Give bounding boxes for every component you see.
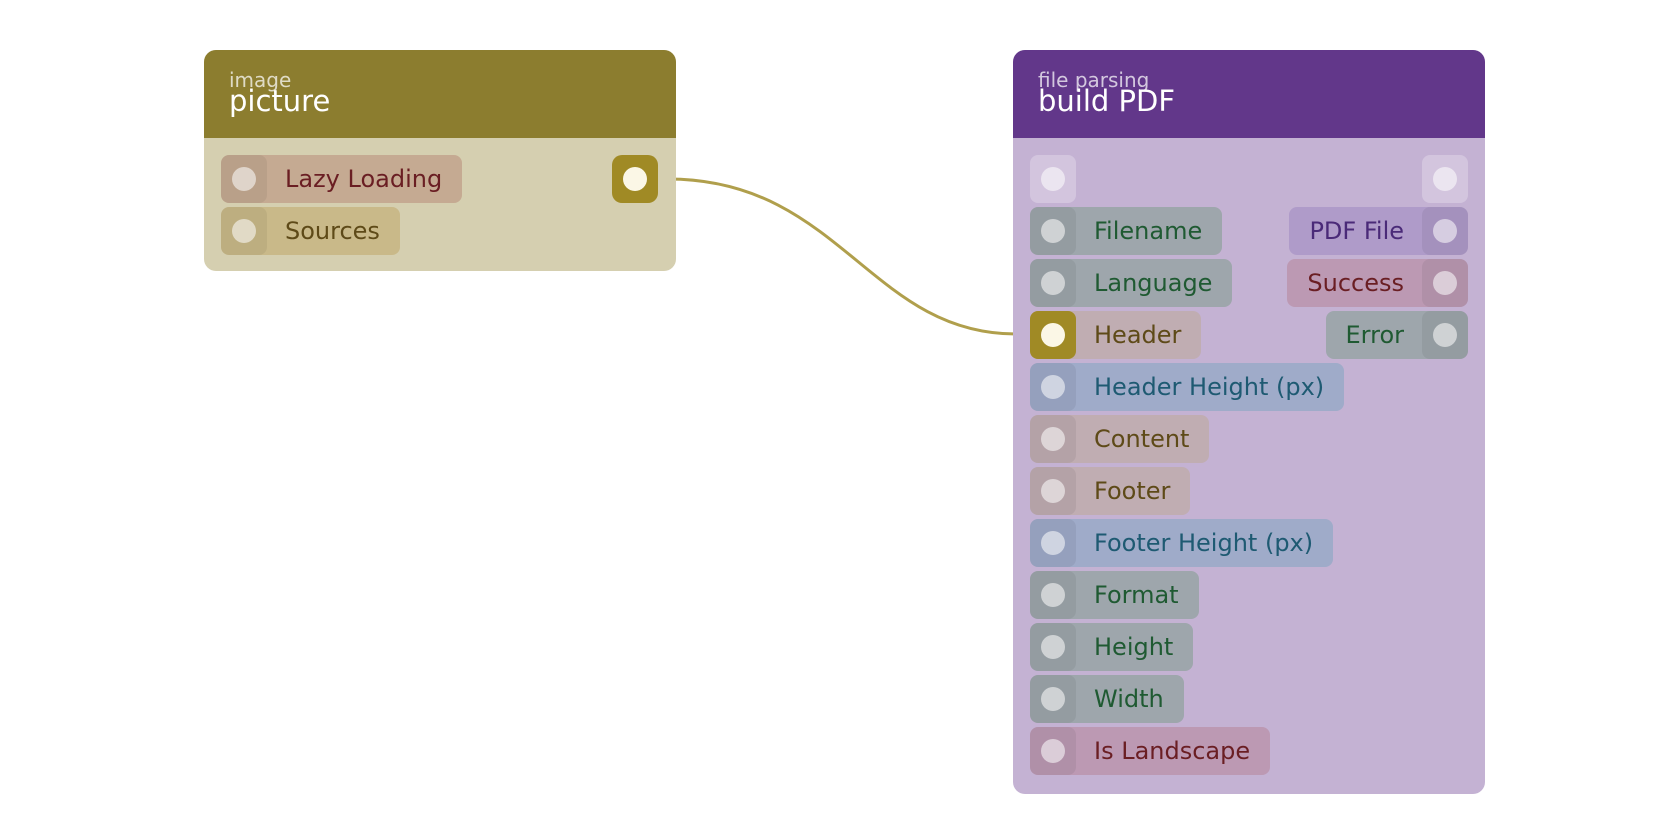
socket-dot-icon <box>232 219 256 243</box>
socket-dot-icon <box>1433 271 1457 295</box>
input-height[interactable]: Height <box>1030 623 1194 671</box>
input-socket[interactable] <box>1030 519 1076 567</box>
node-picture[interactable]: image picture Lazy Loading Sources <box>204 50 676 271</box>
input-sources[interactable]: Sources <box>221 207 400 255</box>
input-content[interactable]: Content <box>1030 415 1210 463</box>
input-format[interactable]: Format <box>1030 571 1199 619</box>
input-is-landscape[interactable]: Is Landscape <box>1030 727 1271 775</box>
output-socket[interactable] <box>1422 259 1468 307</box>
input-footer-height[interactable]: Footer Height (px) <box>1030 519 1334 567</box>
socket-dot-icon <box>1041 219 1065 243</box>
socket-dot-icon <box>1041 479 1065 503</box>
node-header[interactable]: file parsing build PDF <box>1013 50 1485 138</box>
output-label: Error <box>1345 321 1405 349</box>
input-socket[interactable] <box>1030 207 1076 255</box>
socket-dot-icon <box>1433 167 1457 191</box>
socket-dot-icon <box>1041 375 1065 399</box>
socket-dot-icon <box>232 167 256 191</box>
socket-dot-icon <box>1041 583 1065 607</box>
input-socket[interactable] <box>1030 311 1076 359</box>
node-category: image <box>229 68 292 92</box>
input-label: Header Height (px) <box>1094 373 1325 401</box>
input-filename[interactable]: Filename <box>1030 207 1223 255</box>
input-label: Format <box>1094 581 1179 609</box>
node-header[interactable]: image picture <box>204 50 676 138</box>
input-label: Filename <box>1094 217 1203 245</box>
socket-dot-icon <box>1041 531 1065 555</box>
socket-dot-icon <box>1433 219 1457 243</box>
input-footer[interactable]: Footer <box>1030 467 1191 515</box>
socket-dot-icon <box>1041 271 1065 295</box>
input-label: Is Landscape <box>1094 737 1251 765</box>
input-header[interactable]: Header <box>1030 311 1202 359</box>
node-build-pdf[interactable]: file parsing build PDF Filename Language… <box>1013 50 1485 794</box>
socket-dot-icon <box>1041 167 1065 191</box>
node-title: picture <box>229 84 331 118</box>
input-label: Sources <box>285 217 380 245</box>
node-title: build PDF <box>1038 84 1176 118</box>
input-header-height[interactable]: Header Height (px) <box>1030 363 1345 411</box>
input-label: Width <box>1094 685 1164 713</box>
input-language[interactable]: Language <box>1030 259 1233 307</box>
empty-input-socket[interactable] <box>1030 155 1076 203</box>
input-socket[interactable] <box>1030 467 1076 515</box>
input-socket[interactable] <box>1030 623 1076 671</box>
output-pdf-file[interactable]: PDF File <box>1289 207 1468 255</box>
empty-output-socket[interactable] <box>1422 155 1468 203</box>
socket-dot-icon <box>1041 323 1065 347</box>
input-label: Footer Height (px) <box>1094 529 1314 557</box>
input-label: Header <box>1094 321 1182 349</box>
input-socket[interactable] <box>221 155 267 203</box>
input-label: Language <box>1094 269 1213 297</box>
input-label: Height <box>1094 633 1174 661</box>
input-socket[interactable] <box>1030 571 1076 619</box>
input-socket[interactable] <box>1030 675 1076 723</box>
input-lazy-loading[interactable]: Lazy Loading <box>221 155 463 203</box>
output-socket[interactable] <box>612 155 658 203</box>
input-socket[interactable] <box>1030 259 1076 307</box>
output-socket[interactable] <box>1422 311 1468 359</box>
output-success[interactable]: Success <box>1287 259 1468 307</box>
input-label: Content <box>1094 425 1190 453</box>
output-error[interactable]: Error <box>1325 311 1468 359</box>
output-label: PDF File <box>1309 217 1404 245</box>
input-label: Footer <box>1094 477 1171 505</box>
output-label: Success <box>1307 269 1404 297</box>
socket-dot-icon <box>1433 323 1457 347</box>
socket-dot-icon <box>623 167 647 191</box>
output-socket[interactable] <box>1422 207 1468 255</box>
input-label: Lazy Loading <box>285 165 443 193</box>
socket-dot-icon <box>1041 687 1065 711</box>
input-socket[interactable] <box>1030 415 1076 463</box>
input-width[interactable]: Width <box>1030 675 1184 723</box>
connection-wire <box>667 177 1017 336</box>
input-socket[interactable] <box>221 207 267 255</box>
socket-dot-icon <box>1041 427 1065 451</box>
socket-dot-icon <box>1041 635 1065 659</box>
socket-dot-icon <box>1041 739 1065 763</box>
input-socket[interactable] <box>1030 727 1076 775</box>
input-socket[interactable] <box>1030 363 1076 411</box>
node-category: file parsing <box>1038 68 1150 92</box>
